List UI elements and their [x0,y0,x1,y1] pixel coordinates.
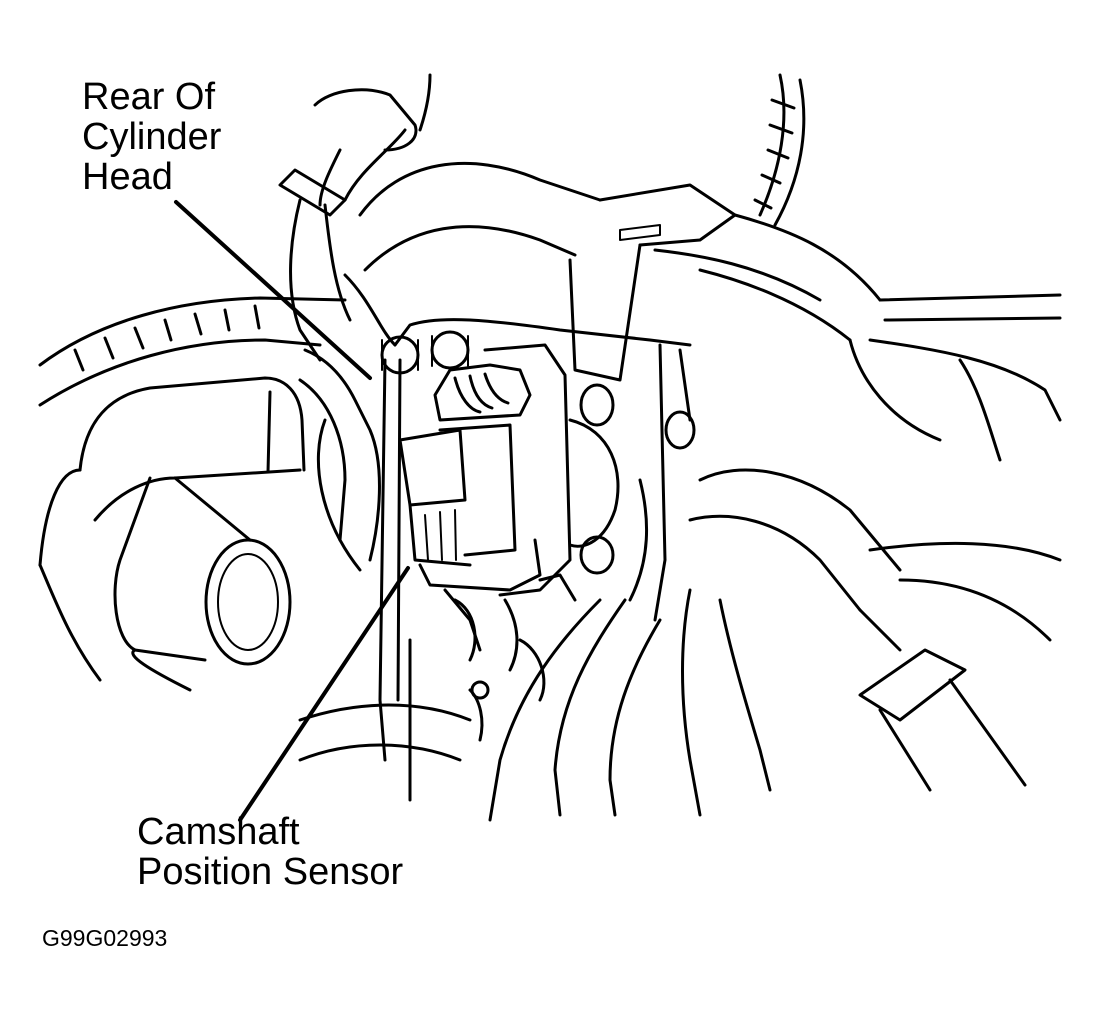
rear-of-cylinder-head-line-1: Rear Of [82,76,216,118]
camshaft-position-sensor-line-2: Position Sensor [137,851,404,893]
figure-code: G99G02993 [42,925,168,951]
camshaft-position-sensor-line-1: Camshaft [137,811,300,853]
rear-of-cylinder-head-line-3: Head [82,156,173,198]
coolant-hose [38,376,306,692]
cylinder-head [378,318,696,762]
top-wire-clip [278,73,432,362]
camshaft-position-sensor-label: Camshaft Position Sensor [137,812,403,892]
engine-lower-contours [298,638,546,802]
camshaft-position-sensor [398,343,577,672]
left-wire-harness [38,296,381,572]
leader-camshaft-position-sensor [238,566,410,822]
upper-right-harness [343,73,1062,462]
rear-of-cylinder-head-label: Rear Of Cylinder Head [82,77,221,197]
rear-of-cylinder-head-line-2: Cylinder [82,116,222,158]
lower-right-harness [488,468,1062,822]
leader-rear-of-cylinder-head [174,200,372,380]
